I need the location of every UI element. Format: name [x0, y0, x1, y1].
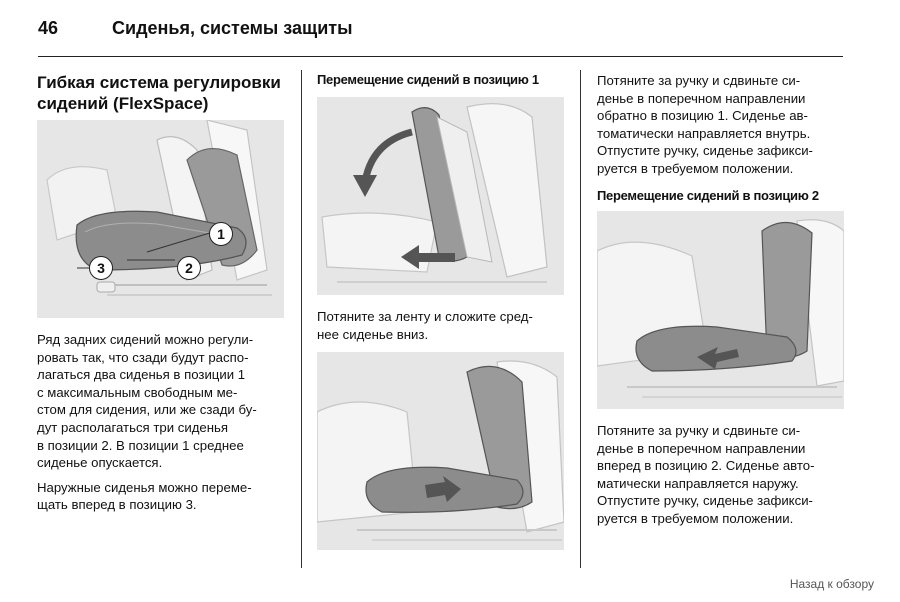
- subsection-title-position-2: Перемещение сидений в позицию 2: [597, 187, 819, 203]
- text-line: денье в поперечном направлении: [597, 440, 806, 456]
- column-2: Перемещение сидений в позицию 1: [317, 72, 572, 87]
- header-divider: [38, 56, 843, 57]
- text-line: дут располагаться три сиденья: [37, 419, 229, 435]
- text-line: руется в требуемом положении.: [597, 510, 794, 526]
- text-line: сиденье опускается.: [37, 455, 163, 471]
- text-line: Потяните за ручку и сдвиньте си-: [597, 423, 801, 438]
- section-title: Гибкая система регулировки сидений (Flex…: [37, 72, 292, 114]
- text-line: руется в требуемом положении.: [597, 160, 794, 176]
- text-line: стом для сидения, или же сзади бу-: [37, 402, 257, 418]
- text-line: вперед в позицию 2. Сиденье авто-: [597, 458, 815, 474]
- column-3-text: Потяните за ручку и сдвиньте си- денье в…: [597, 422, 857, 528]
- text-line: Потяните за ручку и сдвиньте си-: [597, 73, 801, 88]
- text-line: Ряд задних сидений можно регули-: [37, 332, 254, 347]
- fold-instruction: Потяните за ленту и сложите сред- нее си…: [317, 308, 572, 343]
- page-number: 46: [38, 18, 59, 38]
- text-line: матически направляется наружу.: [597, 475, 799, 491]
- slide-seat-inward-drawing: [317, 360, 564, 541]
- text-line: Отпустите ручку, сиденье зафикси-: [597, 143, 813, 159]
- text-line: томатически направляется внутрь.: [597, 125, 811, 141]
- column-1-text: Ряд задних сидений можно регули- ровать …: [37, 331, 292, 514]
- text-line: Наружные сиденья можно переме-: [37, 479, 252, 495]
- subsection-title-position-1: Перемещение сидений в позицию 1: [317, 72, 539, 87]
- text-line: Отпустите ручку, сиденье зафикси-: [597, 493, 813, 509]
- text-line: в позиции 2. В позиции 1 среднее: [37, 437, 244, 453]
- outer-seats-paragraph: Наружные сиденья можно переме- щать впер…: [37, 479, 292, 514]
- column-1: Гибкая система регулировки сидений (Flex…: [37, 72, 292, 114]
- slide-seat-forward-drawing: [597, 219, 844, 398]
- seat-positions-drawing: [46, 120, 272, 296]
- callout-3: 3: [89, 256, 113, 280]
- column-divider-1: [301, 70, 302, 568]
- text-line: лагаться два сиденья в позиции 1: [37, 367, 246, 383]
- back-to-overview-link[interactable]: Назад к обзору: [789, 577, 874, 591]
- column-divider-2: [580, 70, 581, 568]
- intro-paragraph: Ряд задних сидений можно регули- ровать …: [37, 331, 292, 472]
- text-line: обратно в позицию 1. Сиденье ав-: [597, 108, 808, 124]
- slide-forward-instruction: Потяните за ручку и сдвиньте си- денье в…: [597, 422, 857, 528]
- fold-middle-seat-drawing: [321, 103, 548, 283]
- fold-middle-seat-illustration: [317, 97, 564, 295]
- text-line: с максимальным свободным ме-: [37, 384, 238, 400]
- column-3: Потяните за ручку и сдвиньте си- денье в…: [597, 72, 857, 203]
- text-line: щать вперед в позицию 3.: [37, 497, 197, 513]
- slide-seat-forward-illustration: [597, 211, 844, 409]
- callout-2: 2: [177, 256, 201, 280]
- text-line: ровать так, что сзади будут распо-: [37, 349, 249, 365]
- page-header-title: Сиденья, системы защиты: [112, 18, 353, 38]
- slide-seat-inward-illustration: [317, 352, 564, 550]
- text-line: нее сиденье вниз.: [317, 326, 429, 342]
- section-title-line-1: Гибкая система регулировки: [37, 73, 281, 92]
- seat-positions-illustration: 1 2 3: [37, 120, 284, 318]
- callout-1: 1: [209, 222, 233, 246]
- slide-back-instruction: Потяните за ручку и сдвиньте си- денье в…: [597, 72, 857, 178]
- text-line: Потяните за ленту и сложите сред-: [317, 309, 533, 324]
- column-2-text: Потяните за ленту и сложите сред- нее си…: [317, 308, 572, 343]
- text-line: денье в поперечном направлении: [597, 90, 806, 106]
- section-title-line-2: сидений (FlexSpace): [37, 94, 209, 113]
